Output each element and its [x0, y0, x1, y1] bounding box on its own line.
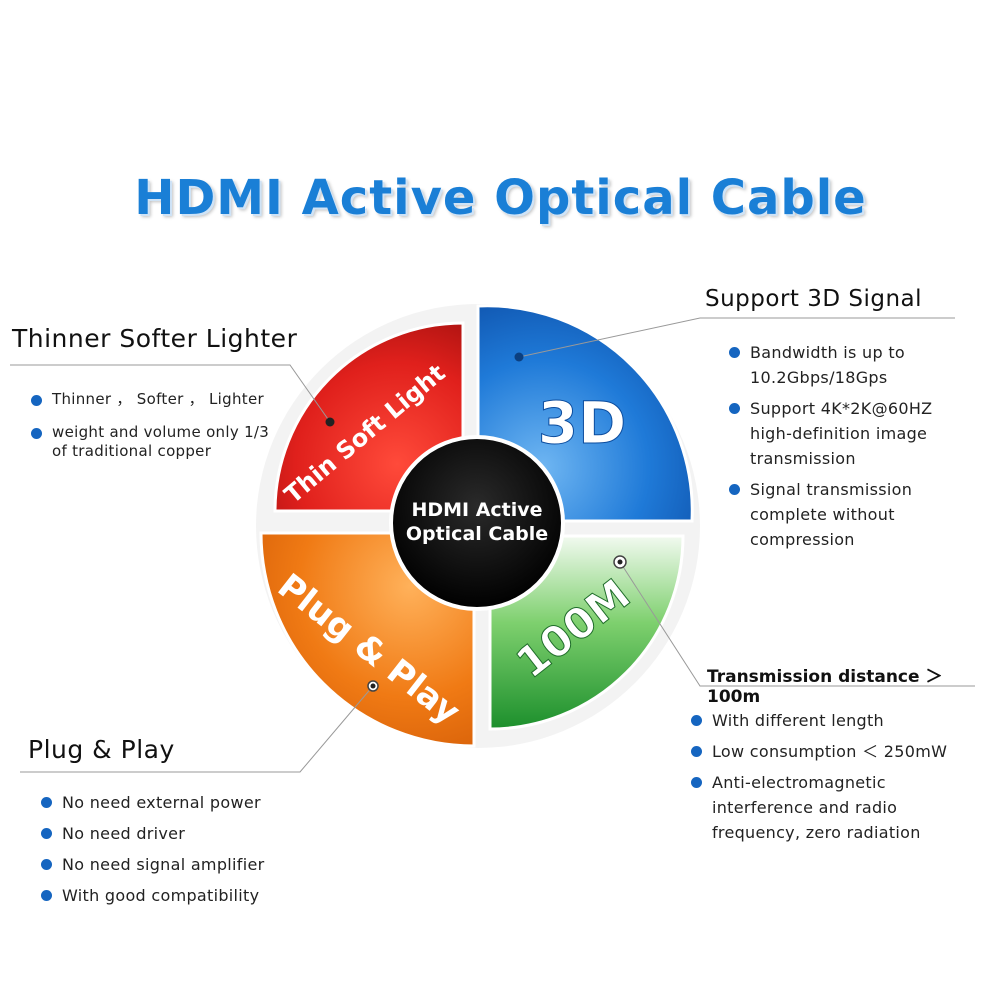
center-label-line1: HDMI Active [411, 499, 542, 521]
connector-lines [10, 317, 975, 773]
list-item: Low consumption ＜ 250mW [688, 739, 988, 764]
list-item: Support 4K*2K@60HZ high-definition image… [726, 396, 976, 471]
bullet-icon [729, 347, 740, 358]
bullet-icon [31, 428, 42, 439]
bullet-icon [41, 859, 52, 870]
bullet-icon [31, 395, 42, 406]
list-item: With good compatibility [38, 883, 338, 908]
bullet-icon [729, 484, 740, 495]
heading-support-3d: Support 3D Signal [705, 286, 923, 312]
list-item: No need external power [38, 790, 338, 815]
heading-plug-play: Plug & Play [28, 735, 175, 764]
bullet-icon [41, 797, 52, 808]
list-item: Anti-electromagnetic interference and ra… [688, 770, 988, 845]
connector-dots [325, 352, 627, 692]
list-item: With different length [688, 708, 988, 733]
heading-transmission: Transmission distance ＞ 100m [707, 667, 943, 707]
list-item: Bandwidth is up to 10.2Gbps/18Gps [726, 340, 976, 390]
plugplay-list: No need external power No need driver No… [38, 790, 338, 914]
bullet-icon [691, 777, 702, 788]
list-item: Signal transmission complete without com… [726, 477, 976, 552]
list-item: Thinner ， Softer ， Lighter [28, 390, 288, 409]
center-label-line2: Optical Cable [406, 523, 548, 545]
page-title: HDMI Active Optical Cable [134, 170, 867, 226]
bullet-icon [41, 828, 52, 839]
list-item: weight and volume only 1/3 of traditiona… [28, 423, 288, 461]
center-core [389, 435, 565, 611]
bullet-icon [691, 746, 702, 757]
list-item: No need signal amplifier [38, 852, 338, 877]
bullet-icon [41, 890, 52, 901]
transmission-list: With different length Low consumption ＜ … [688, 708, 988, 851]
support3d-list: Bandwidth is up to 10.2Gbps/18Gps Suppor… [726, 340, 976, 558]
bullet-icon [691, 715, 702, 726]
thinner-list: Thinner ， Softer ， Lighter weight and vo… [28, 390, 288, 475]
heading-thinner: Thinner Softer Lighter [12, 324, 298, 353]
list-item: No need driver [38, 821, 338, 846]
bullet-icon [729, 403, 740, 414]
label-3d: 3D [538, 389, 627, 457]
